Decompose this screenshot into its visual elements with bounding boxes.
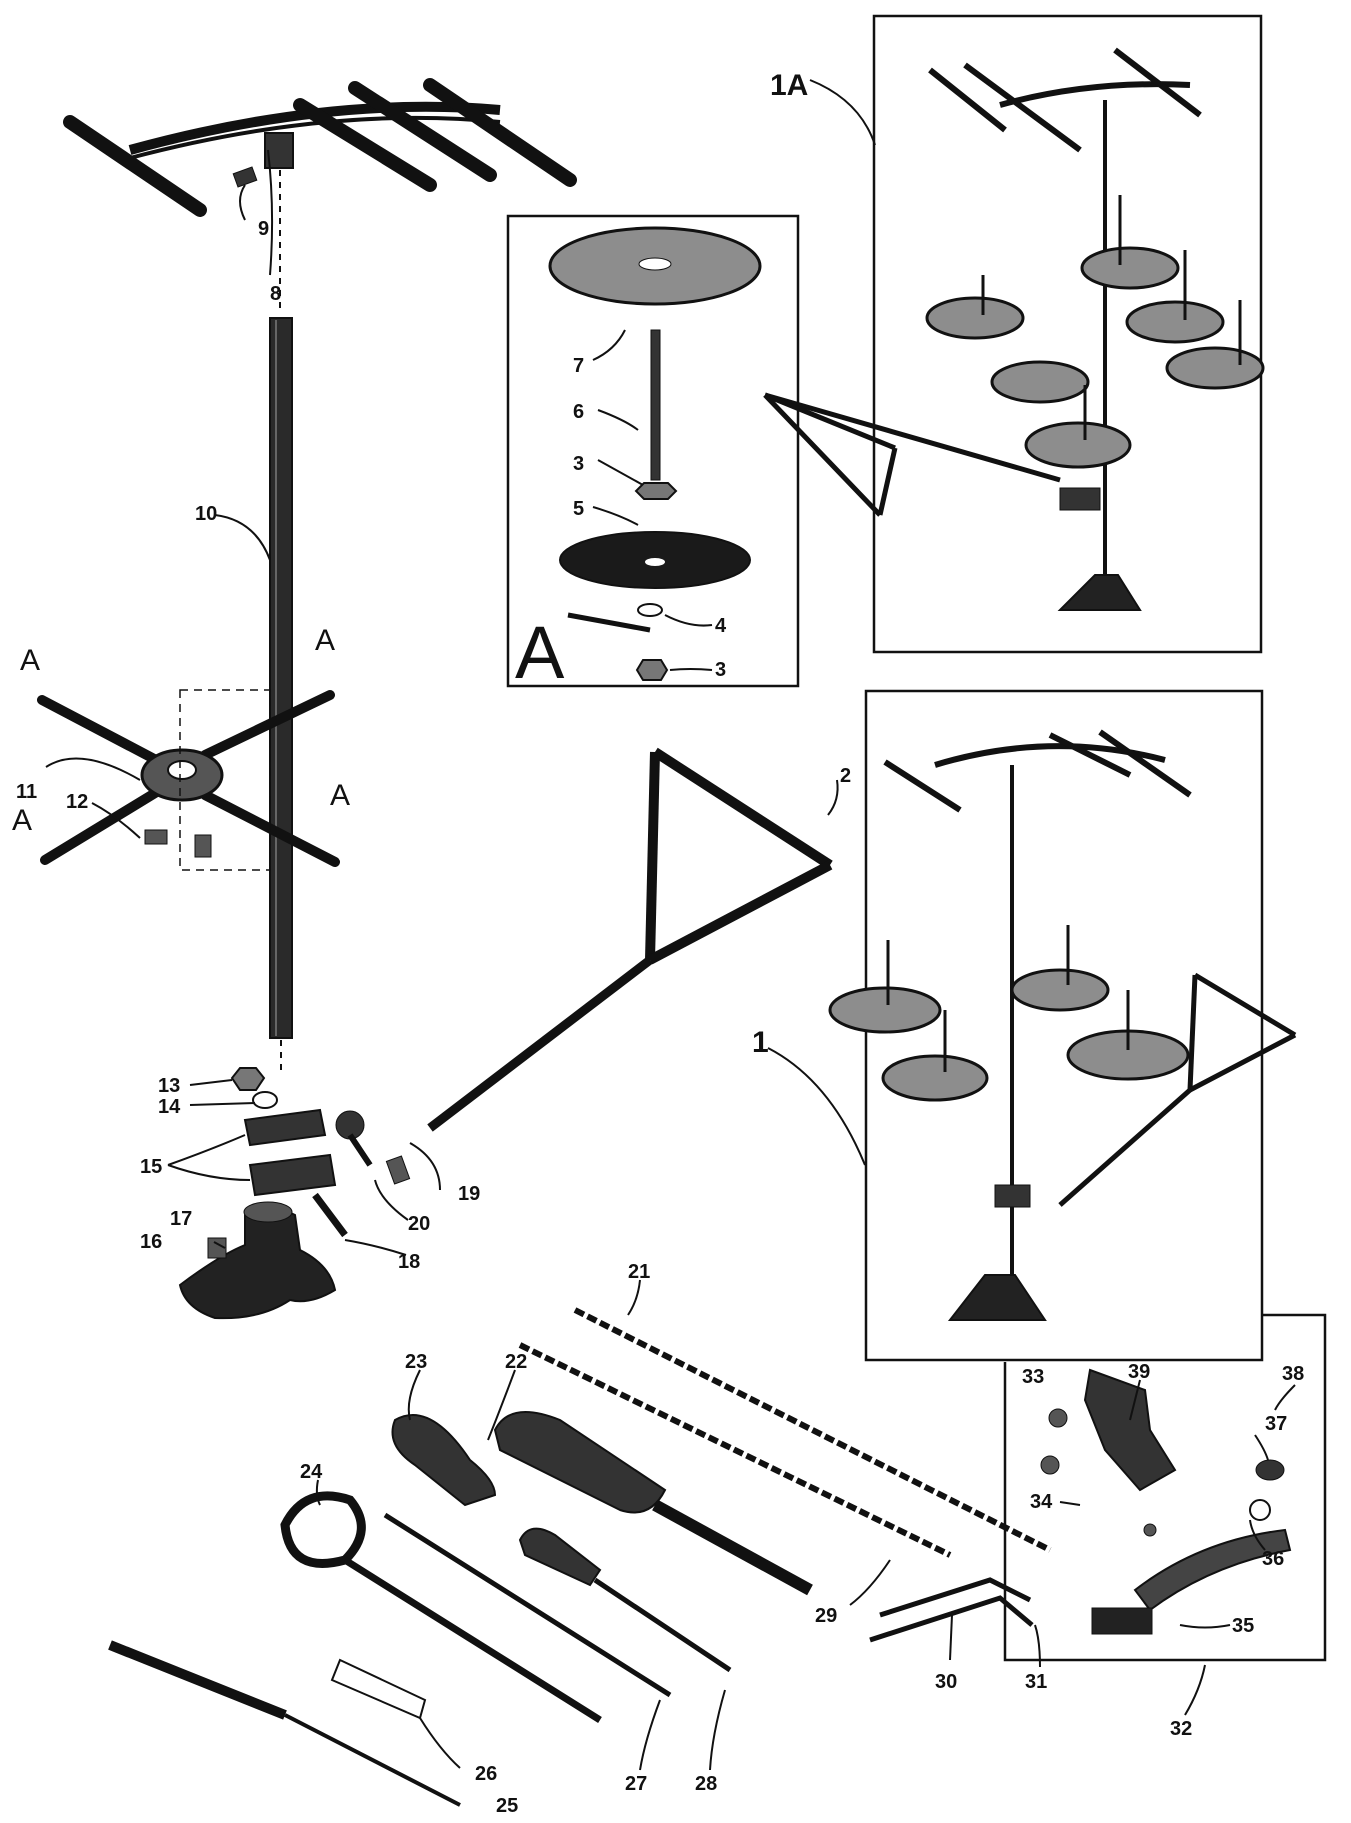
label-24: 24 bbox=[300, 1461, 323, 1483]
hex-key-part-30 bbox=[879, 1577, 1032, 1618]
screw-part-20 bbox=[385, 1155, 411, 1185]
top-yoke-part-8 bbox=[63, 78, 577, 217]
label-28: 28 bbox=[695, 1773, 717, 1795]
label-37: 37 bbox=[1265, 1413, 1287, 1435]
label-27: 27 bbox=[625, 1773, 647, 1795]
hook-tool-part-27 bbox=[383, 1512, 672, 1698]
label-11: 11 bbox=[16, 781, 37, 803]
label-3a: 3 bbox=[573, 453, 584, 475]
label-16: 16 bbox=[140, 1231, 162, 1253]
label-22: 22 bbox=[505, 1351, 527, 1373]
label-A-inset: A bbox=[515, 611, 565, 694]
screw-part-17 bbox=[207, 1237, 227, 1259]
label-2: 2 bbox=[840, 765, 851, 787]
hex-key-part-31 bbox=[869, 1595, 1034, 1643]
base-part-16 bbox=[178, 1201, 337, 1320]
label-19: 19 bbox=[458, 1183, 480, 1205]
bolt-part-18 bbox=[312, 1192, 348, 1238]
chain-part-21 bbox=[518, 1307, 1052, 1558]
label-A-4: A bbox=[12, 804, 32, 837]
ball-stud-part-19 bbox=[335, 1110, 373, 1167]
wrench-part-23 bbox=[391, 1414, 497, 1507]
clamp-parts-15 bbox=[243, 1108, 337, 1197]
label-17: 17 bbox=[170, 1208, 192, 1230]
label-39: 39 bbox=[1128, 1361, 1150, 1383]
label-35: 35 bbox=[1232, 1615, 1254, 1637]
label-15: 15 bbox=[140, 1156, 162, 1178]
label-6: 6 bbox=[573, 401, 584, 423]
label-38: 38 bbox=[1282, 1363, 1304, 1385]
label-12: 12 bbox=[66, 791, 88, 813]
label-20: 20 bbox=[408, 1213, 430, 1235]
label-32: 32 bbox=[1170, 1718, 1192, 1740]
label-33: 33 bbox=[1022, 1366, 1044, 1388]
label-25: 25 bbox=[496, 1795, 518, 1817]
thread-guide-part-2 bbox=[427, 747, 833, 1132]
label-A-2: A bbox=[315, 624, 335, 657]
screws-part-12 bbox=[144, 829, 212, 858]
label-1A: 1A bbox=[770, 69, 808, 102]
label-9: 9 bbox=[258, 218, 269, 240]
attachment-32-box bbox=[1003, 1313, 1327, 1662]
label-10: 10 bbox=[195, 503, 217, 525]
nut-part-13 bbox=[230, 1067, 266, 1091]
label-13: 13 bbox=[158, 1075, 180, 1097]
label-8: 8 bbox=[270, 283, 281, 305]
washer-part-14 bbox=[252, 1091, 278, 1109]
label-18: 18 bbox=[398, 1251, 420, 1273]
label-23: 23 bbox=[405, 1351, 427, 1373]
label-14: 14 bbox=[158, 1096, 181, 1118]
label-5: 5 bbox=[573, 498, 584, 520]
label-7: 7 bbox=[573, 355, 584, 377]
label-30: 30 bbox=[935, 1671, 957, 1693]
vertical-rod-part-10 bbox=[269, 317, 293, 1039]
label-34: 34 bbox=[1030, 1491, 1053, 1513]
label-A-3: A bbox=[330, 779, 350, 812]
label-29: 29 bbox=[815, 1605, 837, 1627]
loop-tool-part-24 bbox=[280, 1491, 602, 1723]
label-21: 21 bbox=[628, 1261, 650, 1283]
tube-part-25 bbox=[108, 1640, 461, 1807]
inset-A-frame bbox=[506, 214, 800, 688]
label-4: 4 bbox=[715, 615, 727, 637]
spider-arms-part-11 bbox=[37, 689, 340, 871]
label-36: 36 bbox=[1262, 1548, 1284, 1570]
assembly-1A-box bbox=[763, 14, 1265, 654]
set-screw-part-9 bbox=[232, 166, 258, 188]
label-26: 26 bbox=[475, 1763, 497, 1785]
screwdriver-part-28 bbox=[518, 1527, 732, 1673]
gauge-part-26 bbox=[330, 1658, 427, 1720]
screwdriver-part-22 bbox=[493, 1411, 813, 1596]
leader-lines bbox=[45, 79, 1296, 1771]
label-3b: 3 bbox=[715, 659, 726, 681]
label-31: 31 bbox=[1025, 1671, 1047, 1693]
label-1: 1 bbox=[752, 1026, 769, 1059]
assembly-1-box bbox=[828, 689, 1297, 1362]
label-A-1: A bbox=[20, 644, 40, 677]
